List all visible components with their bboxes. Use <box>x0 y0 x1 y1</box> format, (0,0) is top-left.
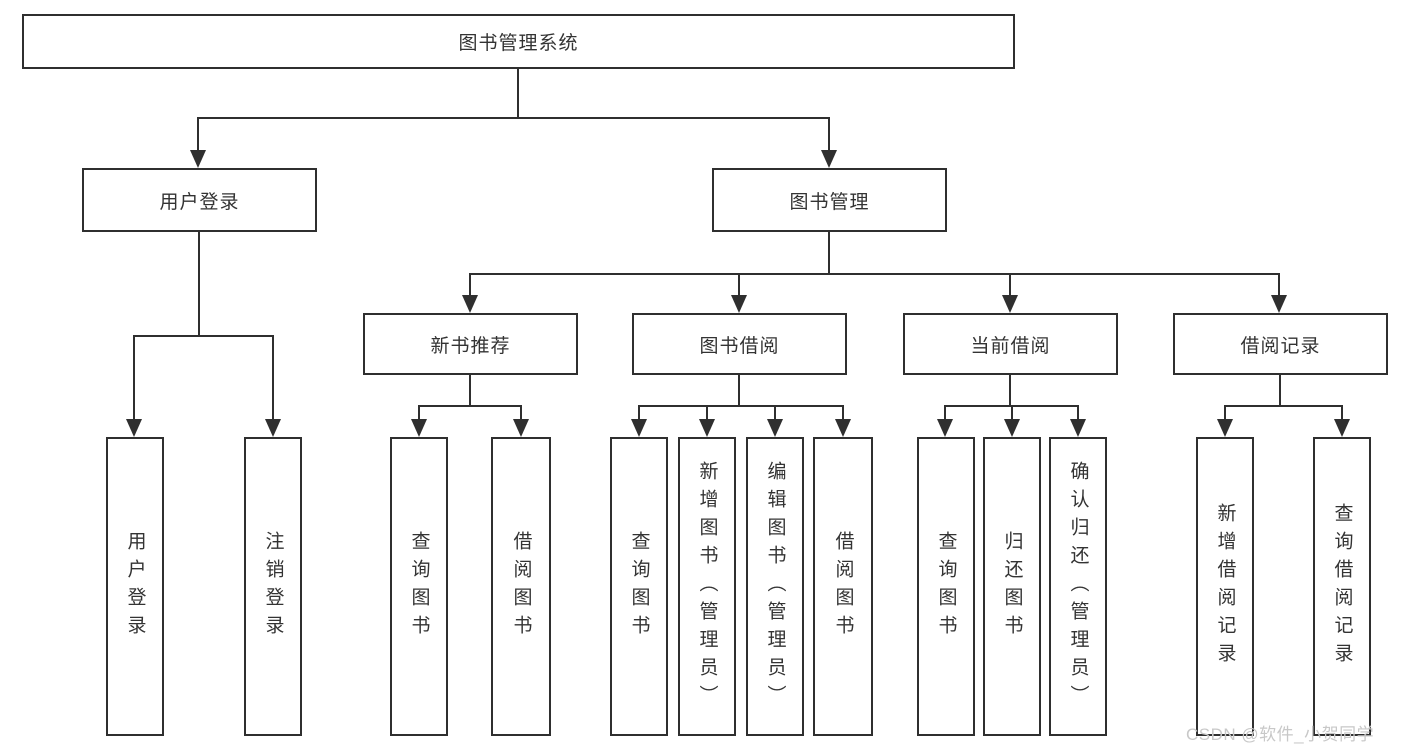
connector-line <box>1224 405 1226 421</box>
connector-line <box>828 232 830 273</box>
connector-arrow-down <box>462 295 478 313</box>
connector-line <box>1011 405 1013 421</box>
connector-arrow-down <box>835 419 851 437</box>
node-book-borrowing: 图书借阅 <box>632 313 847 375</box>
connector-line <box>198 232 200 335</box>
connector-arrow-down <box>265 419 281 437</box>
connector-arrow-down <box>1002 295 1018 313</box>
connector-arrow-down <box>1334 419 1350 437</box>
connector-line <box>272 335 274 419</box>
node-book-management: 图书管理 <box>712 168 947 232</box>
connector-arrow-down <box>1217 419 1233 437</box>
connector-line <box>1341 405 1343 421</box>
leaf-query-books-recommend: 查询图书 <box>390 437 448 736</box>
leaf-add-borrow-record: 新增借阅记录 <box>1196 437 1254 736</box>
connector-arrow-down <box>190 150 206 168</box>
node-root-library-management-system: 图书管理系统 <box>22 14 1015 69</box>
connector-line <box>418 405 420 421</box>
connector-line <box>1279 375 1281 407</box>
connector-line <box>1009 273 1011 297</box>
node-borrowing-records: 借阅记录 <box>1173 313 1388 375</box>
connector-arrow-down <box>767 419 783 437</box>
connector-arrow-down <box>937 419 953 437</box>
connector-line <box>944 405 946 421</box>
connector-line <box>520 405 522 421</box>
connector-line <box>517 69 519 117</box>
csdn-watermark: CSDN @软件_小贺同学 <box>1186 725 1375 744</box>
connector-line <box>738 273 740 297</box>
connector-line <box>133 335 135 419</box>
connector-line <box>774 405 776 421</box>
connector-line <box>469 273 471 297</box>
connector-line <box>1077 405 1079 421</box>
connector-line <box>842 405 844 421</box>
connector-arrow-down <box>699 419 715 437</box>
leaf-query-books-borrowing: 查询图书 <box>610 437 668 736</box>
leaf-borrow-books-recommend: 借阅图书 <box>491 437 551 736</box>
node-user-login: 用户登录 <box>82 168 317 232</box>
connector-line <box>706 405 708 421</box>
leaf-user-login: 用户登录 <box>106 437 164 736</box>
connector-line <box>1278 273 1280 297</box>
connector-line <box>418 405 522 407</box>
connector-arrow-down <box>631 419 647 437</box>
connector-line <box>469 375 471 407</box>
connector-arrow-down <box>126 419 142 437</box>
connector-arrow-down <box>513 419 529 437</box>
connector-line <box>197 117 830 119</box>
connector-line <box>469 273 1280 275</box>
leaf-query-borrow-record: 查询借阅记录 <box>1313 437 1371 736</box>
connector-line <box>1009 375 1011 407</box>
connector-line <box>638 405 640 421</box>
node-new-book-recommendation: 新书推荐 <box>363 313 578 375</box>
leaf-edit-books-admin: 编辑图书（管理员） <box>746 437 804 736</box>
leaf-logout: 注销登录 <box>244 437 302 736</box>
connector-arrow-down <box>731 295 747 313</box>
connector-line <box>738 375 740 407</box>
node-current-borrowing: 当前借阅 <box>903 313 1118 375</box>
leaf-return-books: 归还图书 <box>983 437 1041 736</box>
connector-arrow-down <box>1070 419 1086 437</box>
leaf-confirm-return-admin: 确认归还（管理员） <box>1049 437 1107 736</box>
leaf-query-books-current: 查询图书 <box>917 437 975 736</box>
connector-line <box>197 117 199 153</box>
connector-arrow-down <box>411 419 427 437</box>
connector-arrow-down <box>1004 419 1020 437</box>
leaf-add-books-admin: 新增图书（管理员） <box>678 437 736 736</box>
connector-line <box>1224 405 1343 407</box>
leaf-borrow-books: 借阅图书 <box>813 437 873 736</box>
connector-line <box>638 405 844 407</box>
connector-line <box>828 117 830 153</box>
connector-line <box>133 335 274 337</box>
connector-arrow-down <box>1271 295 1287 313</box>
connector-arrow-down <box>821 150 837 168</box>
